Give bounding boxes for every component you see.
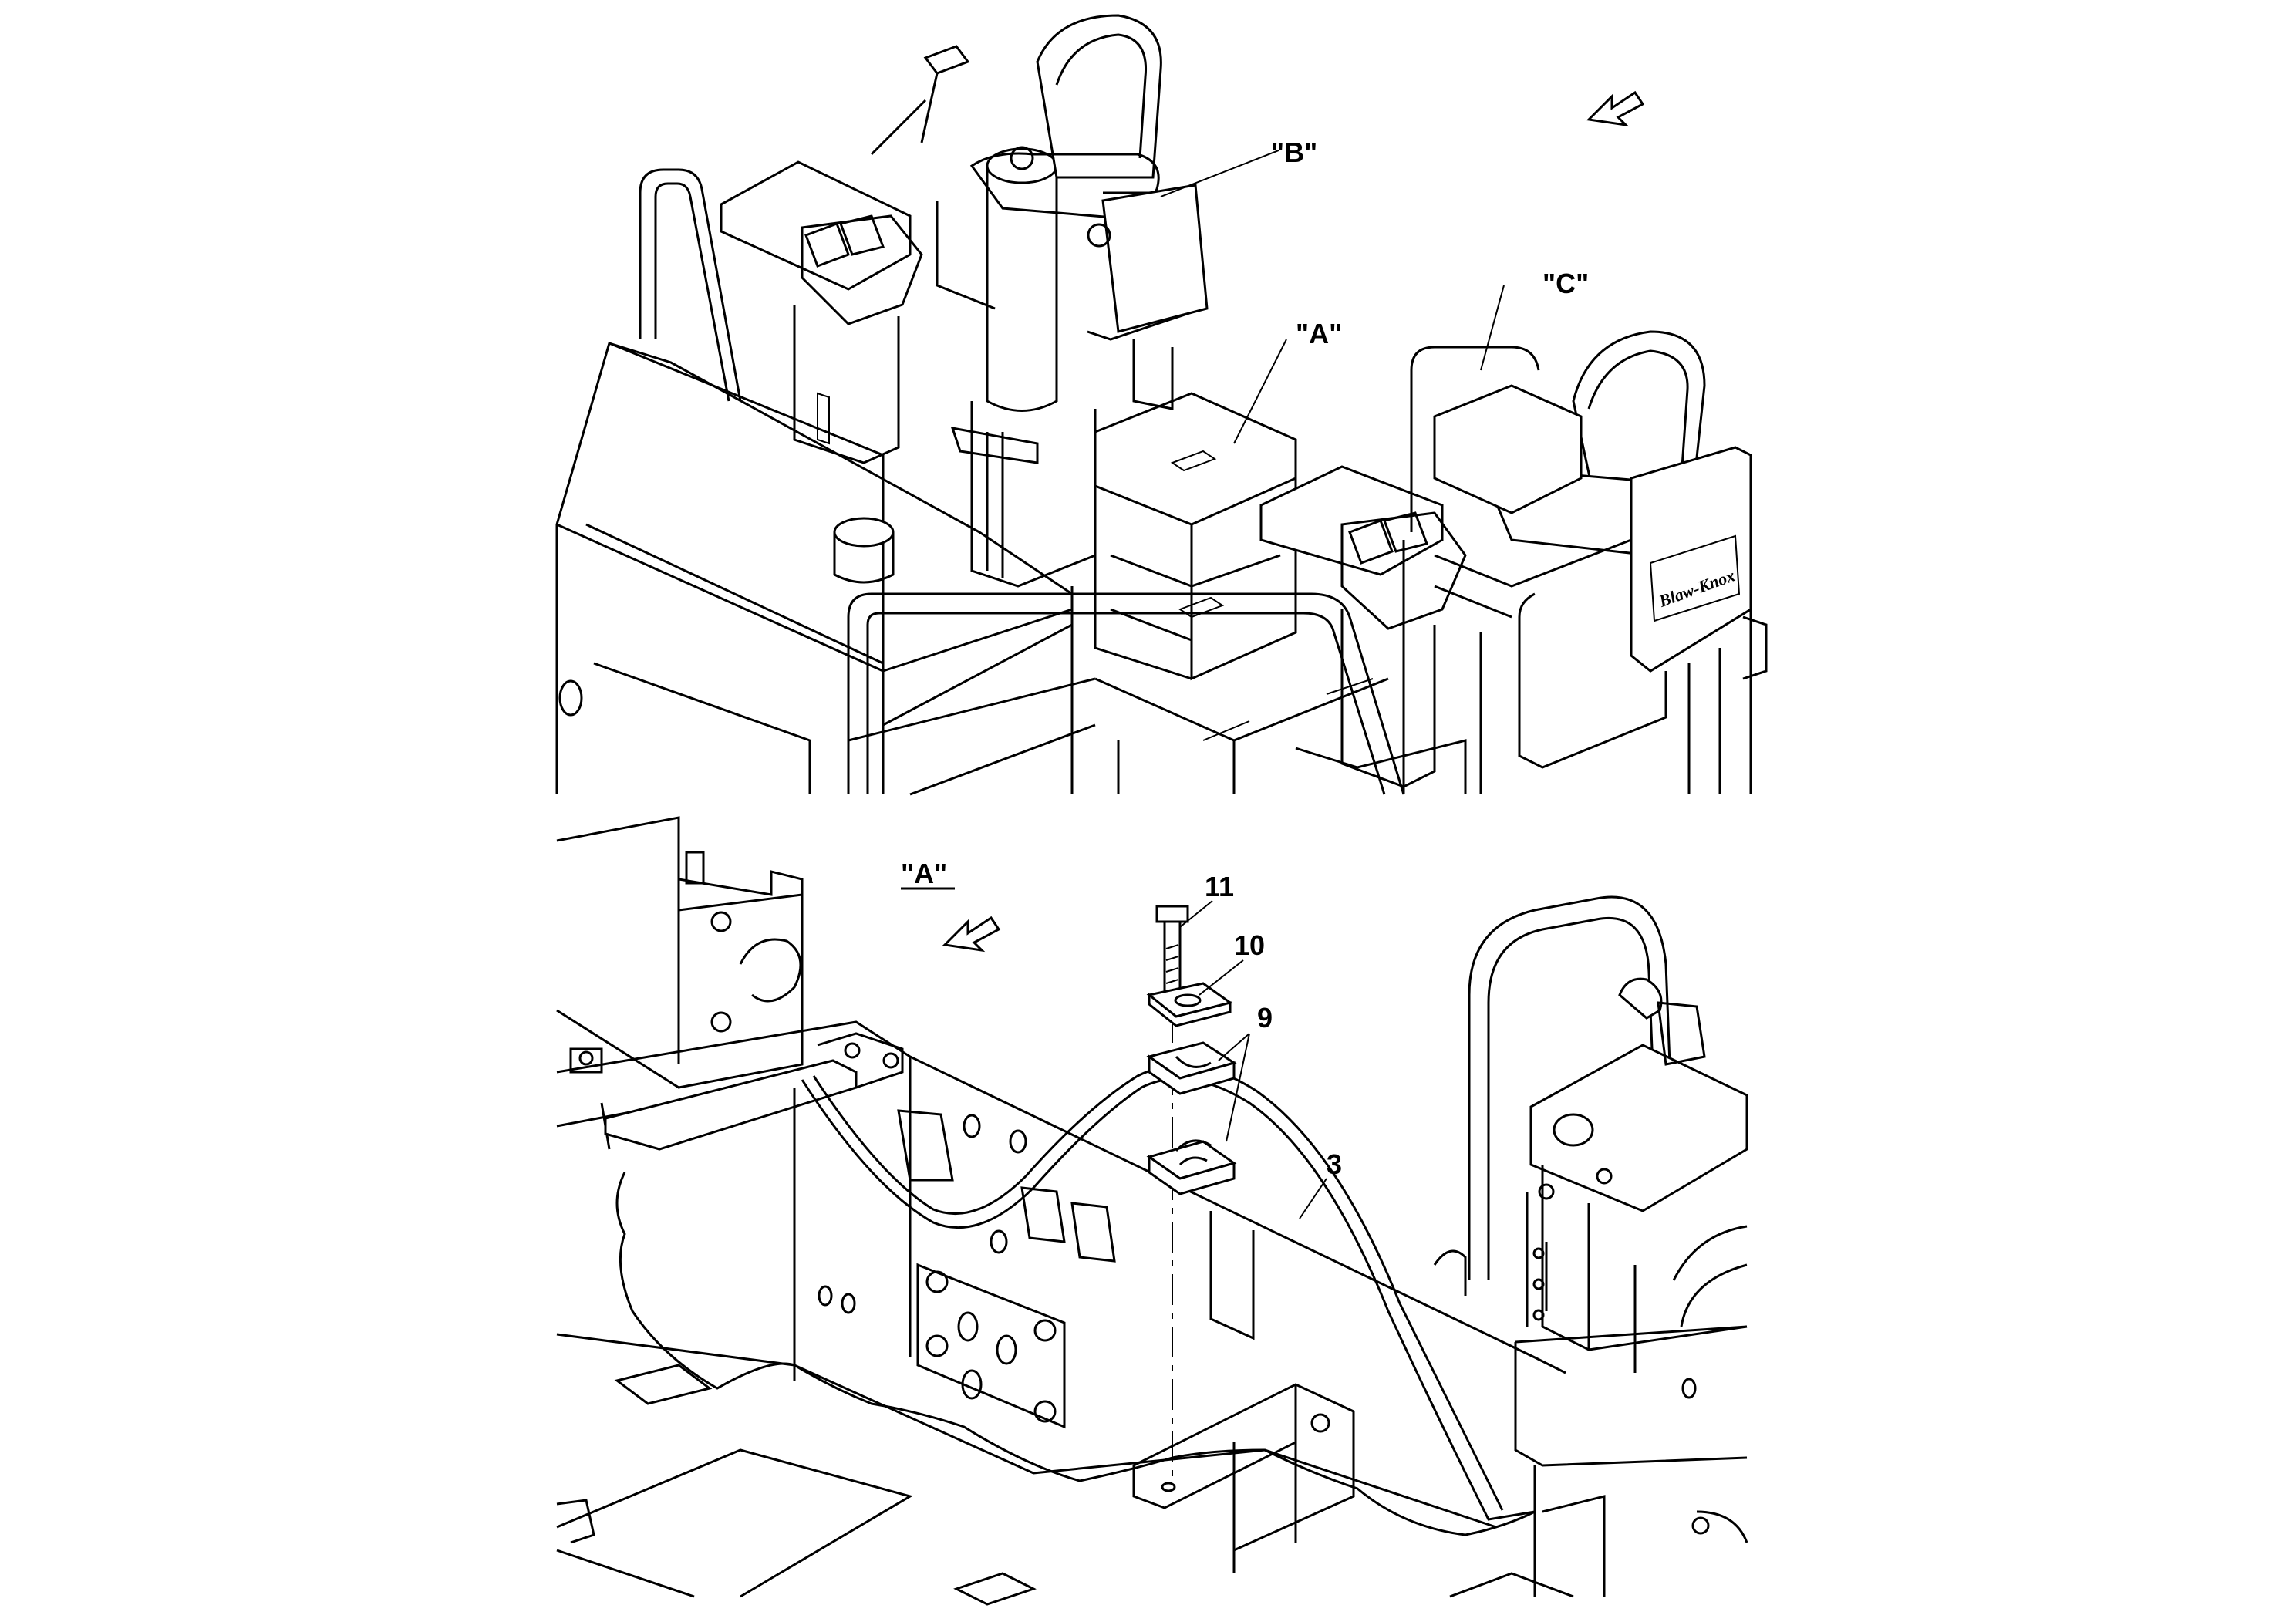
direction-arrow-icon xyxy=(942,916,1001,953)
callout-A: "A" xyxy=(1296,318,1342,349)
callout-B: "B" xyxy=(1271,137,1317,168)
part-number-10: 10 xyxy=(1234,929,1265,961)
callout-C: "C" xyxy=(1542,268,1589,299)
detail-title: "A" xyxy=(901,858,947,889)
direction-arrow-icon xyxy=(1586,90,1645,127)
upper-isometric-view: Blaw-Knox xyxy=(555,14,1768,796)
part-number-3: 3 xyxy=(1327,1148,1342,1180)
part-number-9: 9 xyxy=(1257,1002,1273,1034)
detail-view-a xyxy=(556,816,1748,1606)
part-number-11: 11 xyxy=(1205,871,1234,902)
